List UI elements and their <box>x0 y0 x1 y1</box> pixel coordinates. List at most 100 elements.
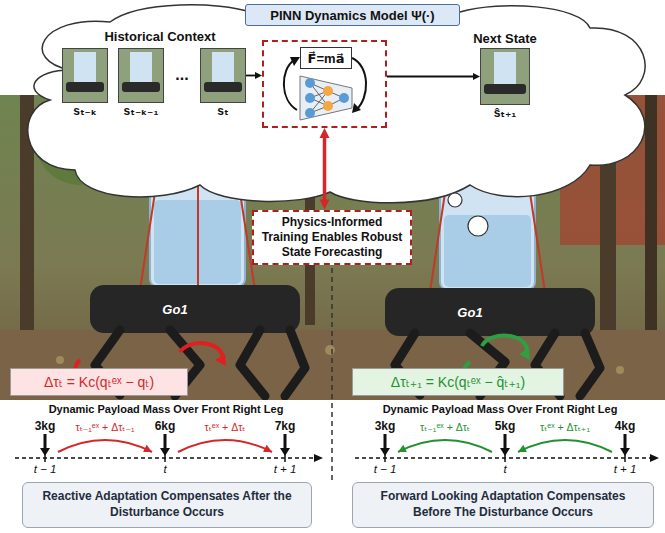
node-text: Δτₜ = Kc(qₜᵉˣ − qₜ) <box>44 374 154 390</box>
drawing-part <box>518 445 527 452</box>
torque-label: τₜᵉˣ + Δτₜ₊₁ <box>540 421 590 433</box>
time-label: t <box>163 463 166 475</box>
drawing-part <box>284 60 297 110</box>
node-text: F⃗=ma⃗ <box>308 51 345 66</box>
node-text: sₜ₋ₖ <box>73 104 97 118</box>
arrow-head <box>473 73 480 80</box>
drawing-part <box>45 434 285 449</box>
drawing-part <box>180 343 222 360</box>
arrow-head <box>290 57 300 66</box>
node-text: Δτₜ₊₁ = Kc(qₜᵉˣ − q̂ₜ₊₁) <box>391 374 525 390</box>
torque-label: τₜ₋₁ᵉˣ + Δτₜ <box>420 421 470 433</box>
thought-cloud <box>28 5 645 203</box>
drawing-part <box>352 58 366 110</box>
drawing-part <box>305 93 315 103</box>
arrow-head <box>320 128 330 138</box>
drawing-part <box>398 440 612 452</box>
drawing-part <box>215 354 226 366</box>
group-heading: Historical Context <box>104 29 215 44</box>
drawing-part <box>519 348 530 360</box>
drawing-part <box>385 434 625 449</box>
drawing-part <box>305 78 315 88</box>
arrow-head <box>255 72 262 79</box>
time-label: t − 1 <box>34 463 57 475</box>
drawing-part <box>122 82 160 92</box>
thought-bubble <box>468 216 488 236</box>
drawing-part <box>480 48 530 105</box>
drawing-part <box>204 82 242 92</box>
drawing-part <box>339 93 349 103</box>
node-text: Forward Looking Adaptation Compensates B… <box>361 489 645 520</box>
chart-title: Dynamic Payload Mass Over Front Right Le… <box>49 403 284 415</box>
drawing-part <box>494 52 516 84</box>
drawing-part <box>444 215 531 287</box>
drawing-part <box>212 52 234 82</box>
mass-label: 3kg <box>35 419 56 433</box>
pinn-box: F⃗=ma⃗ <box>262 40 387 128</box>
drawing-part <box>62 48 108 103</box>
mass-label: 4kg <box>615 419 636 433</box>
summary-box: Forward Looking Adaptation Compensates B… <box>352 482 654 528</box>
callout-box: Physics-Informed Training Enables Robust… <box>252 210 412 265</box>
drawing-part <box>200 48 246 103</box>
drawing-part <box>355 457 652 458</box>
chart-title: Dynamic Payload Mass Over Front Right Le… <box>383 403 618 415</box>
drawing-part <box>40 448 50 456</box>
ellipsis: ... <box>175 66 188 84</box>
connector-line <box>387 76 474 78</box>
drawing-part <box>500 448 510 456</box>
arrow-head <box>320 200 330 210</box>
drawing-part <box>58 440 272 452</box>
thought-bubble <box>448 193 462 207</box>
state-frame: sₜ₋ₖ <box>62 48 108 103</box>
node-text: sₜ₋ₖ₋₁ <box>124 104 159 118</box>
time-label: t + 1 <box>274 463 297 475</box>
drawing-part <box>280 448 290 456</box>
robot-logo: Go1 <box>162 302 187 317</box>
drawing-part <box>398 445 407 452</box>
drawing-part <box>310 83 344 113</box>
neural-network-icon <box>300 76 352 120</box>
drawing-part <box>380 448 390 456</box>
drawing-part <box>66 82 104 92</box>
node-text: Reactive Adaptation Compensates After th… <box>31 489 303 520</box>
state-frame: sₜ <box>200 48 246 103</box>
history-thumbnails <box>62 48 530 105</box>
connector <box>246 72 262 79</box>
drawing-part <box>620 448 630 456</box>
equation-box: Δτₜ₊₁ = Kc(qₜᵉˣ − q̂ₜ₊₁) <box>352 368 564 396</box>
summary-box: Reactive Adaptation Compensates After th… <box>22 482 312 528</box>
drawing-part <box>325 345 335 355</box>
equation-box: Δτₜ = Kc(qₜᵉˣ − qₜ) <box>10 368 188 396</box>
mass-label: 7kg <box>275 419 296 433</box>
divider <box>331 268 333 480</box>
state-frame: sₜ₋ₖ₋₁ <box>118 48 164 103</box>
drawing-part <box>300 76 352 120</box>
drawing-part <box>263 445 272 452</box>
drawing-part <box>323 86 333 96</box>
node-text: sₜ <box>217 104 228 118</box>
drawing-part <box>130 52 152 82</box>
drawing-part <box>143 445 152 452</box>
connector <box>320 128 330 210</box>
drawing-part <box>74 52 96 82</box>
time-label: t + 1 <box>614 463 637 475</box>
title-box: PINN Dynamics Model Ψ(·) <box>245 4 460 26</box>
connector-line <box>246 75 256 77</box>
time-label: t <box>503 463 506 475</box>
drawing-part <box>484 84 526 94</box>
node-text: ŝₜ₊₁ <box>494 106 517 120</box>
state-frame: Next Stateŝₜ₊₁ <box>480 48 530 105</box>
node-text: PINN Dynamics Model Ψ(·) <box>270 8 434 23</box>
connector <box>387 73 480 80</box>
drawing-part <box>160 448 170 456</box>
drawing-part <box>56 356 64 364</box>
mass-label: 3kg <box>375 419 396 433</box>
drawing-part <box>118 48 164 103</box>
drawing-part <box>616 366 624 374</box>
mass-label: 6kg <box>155 419 176 433</box>
physics-box: F⃗=ma⃗ <box>300 47 352 69</box>
node-text: Next State <box>473 31 537 46</box>
